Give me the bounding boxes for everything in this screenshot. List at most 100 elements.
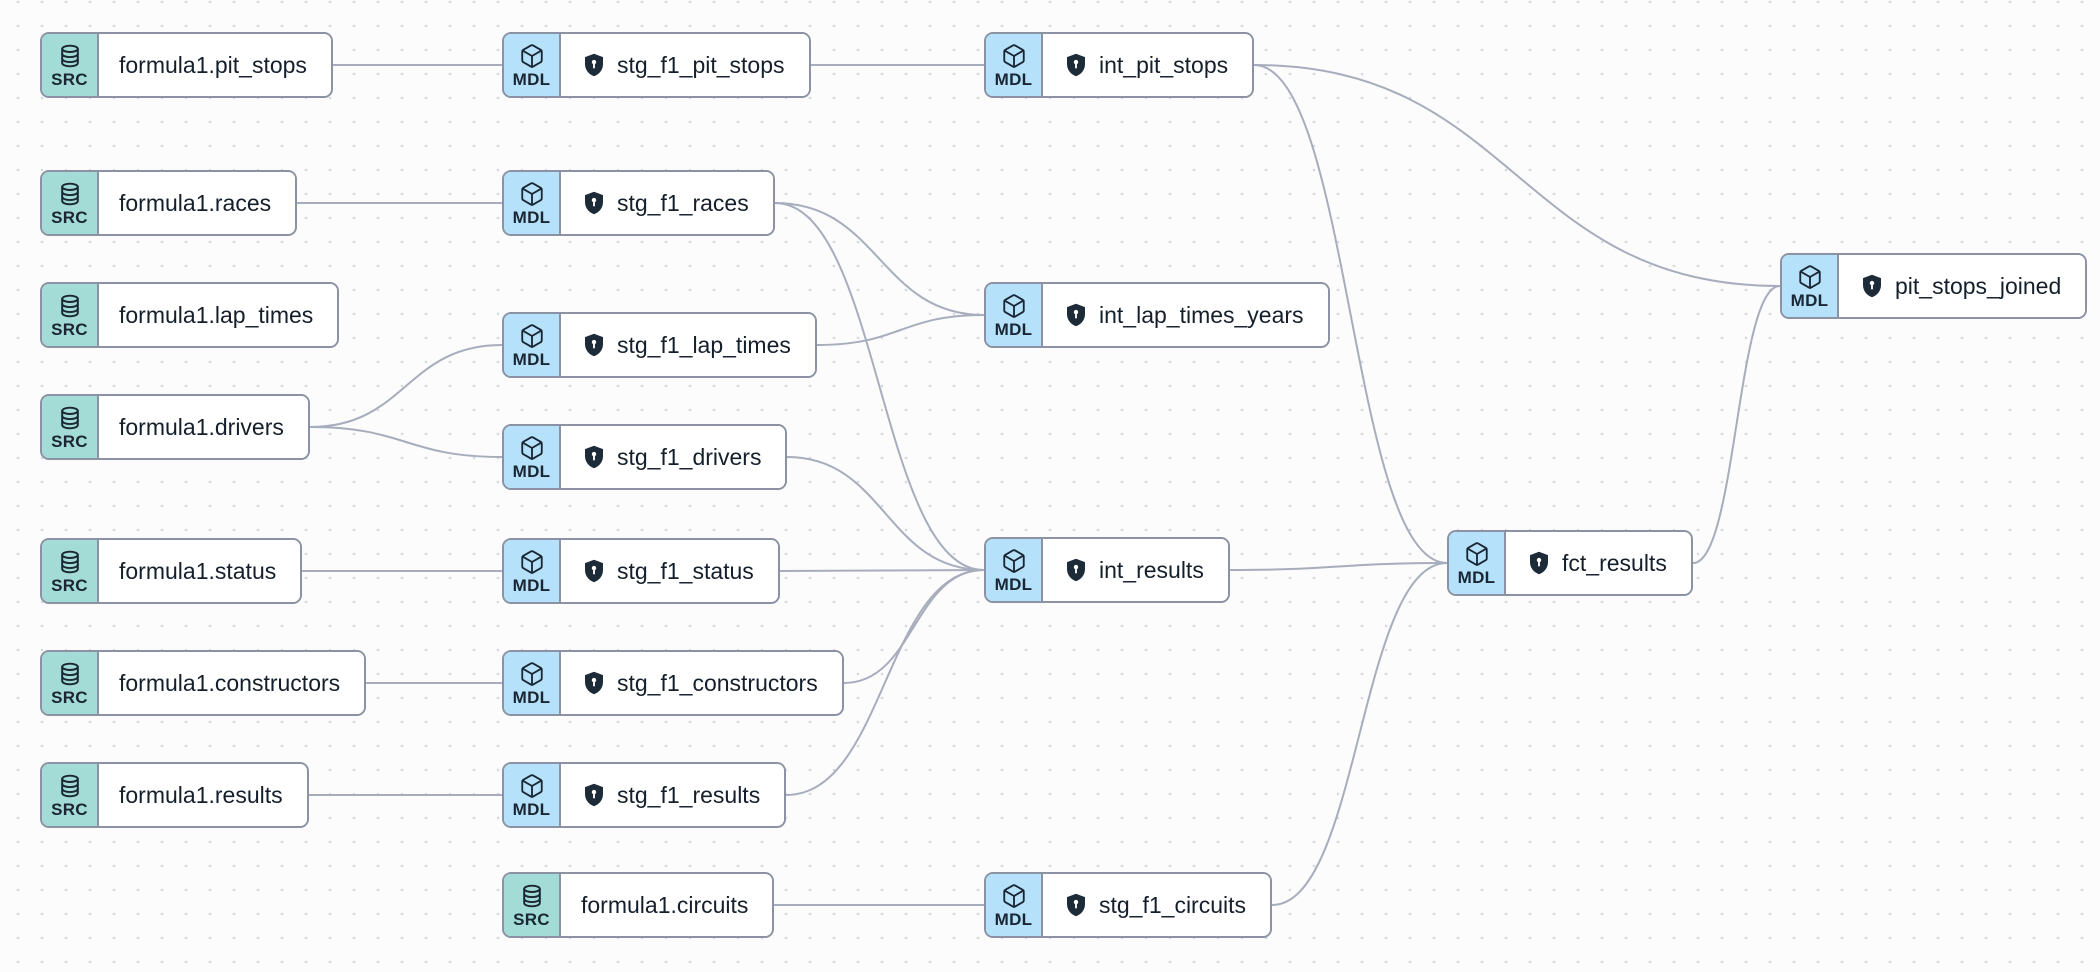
edge-int_results-to-fct_results	[1229, 562, 1448, 571]
node-kind-label: MDL	[512, 799, 551, 819]
source-kind-badge: SRC	[42, 396, 99, 458]
lineage-node-int_pit_stops[interactable]: MDL int_pit_stops	[984, 32, 1255, 98]
lineage-node-formula1.races[interactable]: SRC formula1.races	[40, 170, 298, 236]
source-kind-badge: SRC	[504, 874, 561, 936]
node-label: stg_f1_pit_stops	[617, 51, 785, 78]
edge-int_pit_stops-to-pit_stops_joined	[1253, 64, 1781, 287]
lineage-node-pit_stops_joined[interactable]: MDL pit_stops_joined	[1780, 253, 2088, 319]
shield-lock-icon	[1067, 303, 1085, 327]
lineage-node-stg_f1_status[interactable]: MDL stg_f1_status	[502, 538, 780, 604]
edge-stg_f1_drivers-to-int_results	[786, 456, 985, 571]
node-label: stg_f1_status	[617, 557, 754, 584]
lineage-node-formula1.status[interactable]: SRC formula1.status	[40, 538, 303, 604]
node-kind-label: MDL	[512, 461, 551, 481]
node-label-area: stg_f1_status	[561, 540, 778, 602]
node-label: int_lap_times_years	[1099, 301, 1304, 328]
database-icon	[60, 182, 79, 205]
source-kind-badge: SRC	[42, 764, 99, 826]
shield-lock-icon	[1067, 558, 1085, 582]
node-label-area: stg_f1_constructors	[561, 652, 842, 714]
model-kind-badge: MDL	[986, 34, 1043, 96]
edge-stg_f1_constructors-to-int_results	[843, 569, 985, 684]
node-kind-label: MDL	[512, 69, 551, 89]
node-kind-label: MDL	[512, 207, 551, 227]
edge-stg_f1_races-to-int_lap_times_years	[774, 202, 985, 316]
node-kind-label: MDL	[512, 687, 551, 707]
lineage-node-stg_f1_circuits[interactable]: MDL stg_f1_circuits	[984, 872, 1273, 938]
source-kind-badge: SRC	[42, 172, 99, 234]
source-kind-badge: SRC	[42, 284, 99, 346]
node-kind-label: MDL	[994, 574, 1033, 594]
source-kind-badge: SRC	[42, 540, 99, 602]
node-label-area: formula1.lap_times	[99, 284, 338, 346]
edge-fct_results-to-pit_stops_joined	[1692, 285, 1781, 564]
node-label-area: formula1.results	[99, 764, 307, 826]
node-kind-label: MDL	[994, 909, 1033, 929]
node-kind-label: MDL	[1790, 290, 1829, 310]
database-icon	[60, 44, 79, 67]
cube-icon	[520, 773, 543, 798]
node-label: formula1.results	[119, 781, 283, 808]
node-label-area: formula1.races	[99, 172, 296, 234]
cube-icon	[520, 661, 543, 686]
model-kind-badge: MDL	[504, 540, 561, 602]
model-kind-badge: MDL	[986, 539, 1043, 601]
node-label-area: fct_results	[1506, 532, 1691, 594]
cube-icon	[520, 435, 543, 460]
shield-lock-icon	[1530, 551, 1548, 575]
model-kind-badge: MDL	[1782, 255, 1839, 317]
shield-lock-icon	[585, 53, 603, 77]
node-label-area: formula1.status	[99, 540, 301, 602]
node-label: formula1.races	[119, 189, 272, 216]
node-label: formula1.circuits	[581, 891, 749, 918]
shield-lock-icon	[585, 333, 603, 357]
model-kind-badge: MDL	[504, 764, 561, 826]
model-kind-badge: MDL	[504, 426, 561, 488]
edge-stg_f1_races-to-int_results	[774, 202, 985, 571]
lineage-node-int_lap_times_years[interactable]: MDL int_lap_times_years	[984, 282, 1330, 348]
node-kind-label: SRC	[51, 575, 88, 595]
model-kind-badge: MDL	[504, 652, 561, 714]
edge-int_pit_stops-to-fct_results	[1253, 64, 1448, 564]
cube-icon	[520, 43, 543, 68]
cube-icon	[1002, 293, 1025, 318]
node-label: pit_stops_joined	[1895, 272, 2062, 299]
model-kind-badge: MDL	[986, 284, 1043, 346]
node-label: stg_f1_circuits	[1099, 891, 1247, 918]
shield-lock-icon	[585, 191, 603, 215]
lineage-node-stg_f1_pit_stops[interactable]: MDL stg_f1_pit_stops	[502, 32, 811, 98]
cube-icon	[1002, 883, 1025, 908]
node-label-area: stg_f1_races	[561, 172, 773, 234]
lineage-node-stg_f1_races[interactable]: MDL stg_f1_races	[502, 170, 775, 236]
node-label: formula1.constructors	[119, 669, 341, 696]
node-label-area: stg_f1_lap_times	[561, 314, 815, 376]
node-label-area: int_pit_stops	[1043, 34, 1253, 96]
shield-lock-icon	[585, 671, 603, 695]
edge-stg_f1_results-to-int_results	[785, 569, 985, 796]
source-kind-badge: SRC	[42, 34, 99, 96]
lineage-node-fct_results[interactable]: MDL fct_results	[1447, 530, 1693, 596]
cube-icon	[1798, 264, 1821, 289]
node-kind-label: SRC	[51, 431, 88, 451]
node-label: stg_f1_lap_times	[617, 331, 791, 358]
node-label-area: stg_f1_circuits	[1043, 874, 1271, 936]
lineage-node-formula1.results[interactable]: SRC formula1.results	[40, 762, 309, 828]
node-label-area: formula1.constructors	[99, 652, 365, 714]
cube-icon	[1002, 43, 1025, 68]
node-kind-label: SRC	[51, 207, 88, 227]
lineage-node-stg_f1_constructors[interactable]: MDL stg_f1_constructors	[502, 650, 844, 716]
lineage-node-formula1.circuits[interactable]: SRC formula1.circuits	[502, 872, 775, 938]
node-label-area: stg_f1_pit_stops	[561, 34, 809, 96]
node-label: formula1.status	[119, 557, 277, 584]
node-label: int_pit_stops	[1099, 51, 1229, 78]
node-kind-label: MDL	[1457, 567, 1496, 587]
